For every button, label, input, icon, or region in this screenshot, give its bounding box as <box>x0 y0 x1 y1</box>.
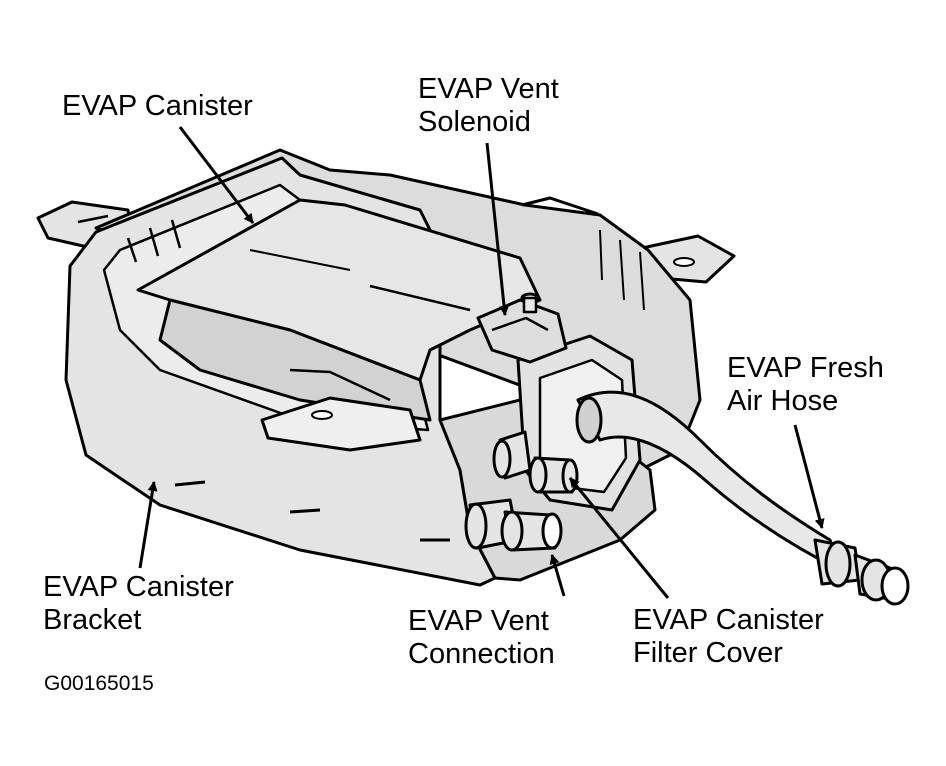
leader-vent-solenoid <box>485 142 510 316</box>
leader-vent-connection <box>549 554 566 597</box>
leader-fresh-air-hose <box>793 424 825 529</box>
label-evap-canister-bracket: EVAP Canister Bracket <box>43 571 234 636</box>
label-evap-canister: EVAP Canister <box>62 90 253 122</box>
leader-evap-canister <box>178 126 255 224</box>
leader-lines <box>138 126 825 599</box>
label-evap-vent-solenoid: EVAP Vent Solenoid <box>418 73 559 138</box>
canister-body <box>136 198 542 452</box>
label-evap-vent-connection: EVAP Vent Connection <box>408 605 555 670</box>
leader-filter-cover <box>568 477 670 599</box>
vent-connection-ports <box>464 430 579 552</box>
label-evap-fresh-air-hose: EVAP Fresh Air Hose <box>727 352 884 417</box>
leader-canister-bracket <box>138 481 158 569</box>
figure-id: G00165015 <box>44 672 154 695</box>
fresh-air-hose <box>575 390 910 606</box>
label-evap-canister-filter-cover: EVAP Canister Filter Cover <box>633 604 824 669</box>
